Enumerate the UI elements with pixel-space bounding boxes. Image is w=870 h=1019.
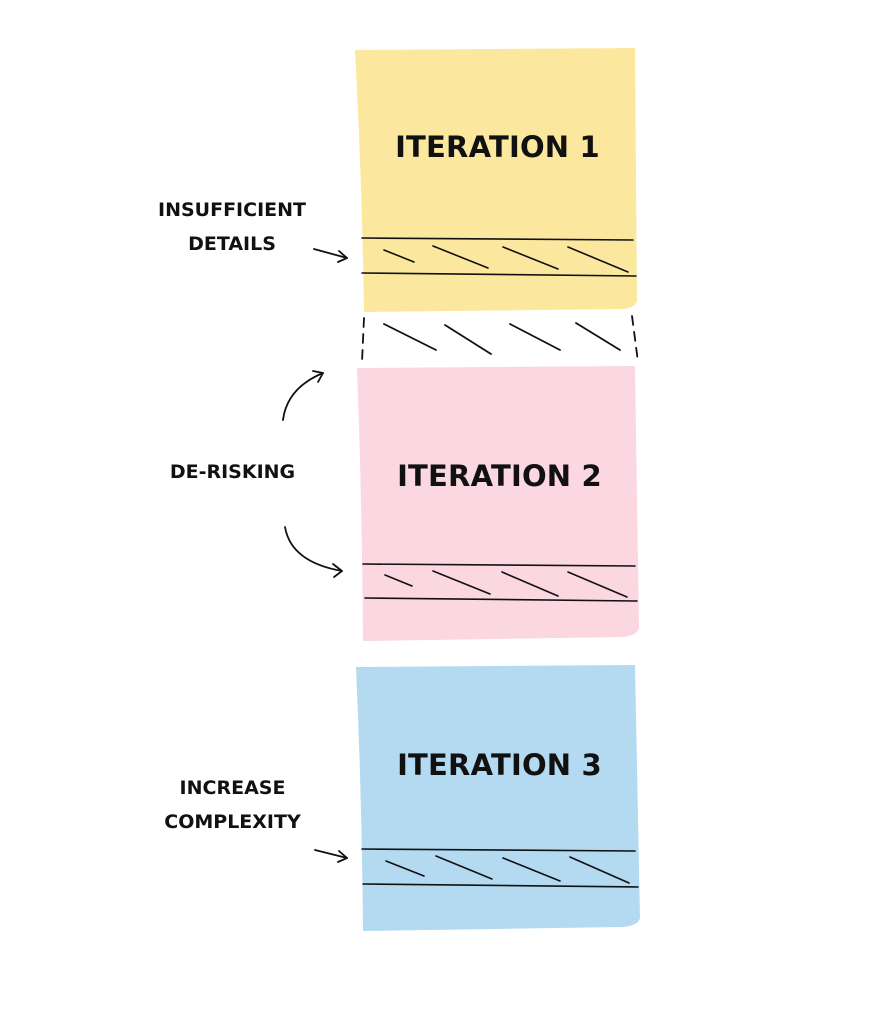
arrow-de-risking-down [284,526,343,578]
de-risking-label: DE-RISKING [169,461,296,483]
iteration-1-title: ITERATION 1 [395,130,600,164]
arrow-increase-complexity [314,849,348,863]
iteration-2-title: ITERATION 2 [397,459,602,493]
iteration-3-title: ITERATION 3 [397,748,602,782]
increase-complexity-label: INCREASE COMPLEXITY [145,771,320,839]
hatched-band-3 [361,848,639,888]
insufficient-details-label: INSUFFICIENT DETAILS [142,193,322,261]
sticky-note-3 [356,665,640,931]
sticky-note-1 [355,48,637,312]
increase-complexity-line-2: COMPLEXITY [164,811,301,833]
insufficient-details-line-1: INSUFFICIENT [158,199,306,221]
hatched-band-2 [362,563,638,602]
dashed-gap-band [361,315,639,363]
arrow-de-risking-up [282,370,324,421]
insufficient-details-line-2: DETAILS [188,233,276,255]
hatched-band-1 [361,237,637,277]
increase-complexity-line-1: INCREASE [179,777,286,799]
arrow-insufficient-details [313,248,348,263]
